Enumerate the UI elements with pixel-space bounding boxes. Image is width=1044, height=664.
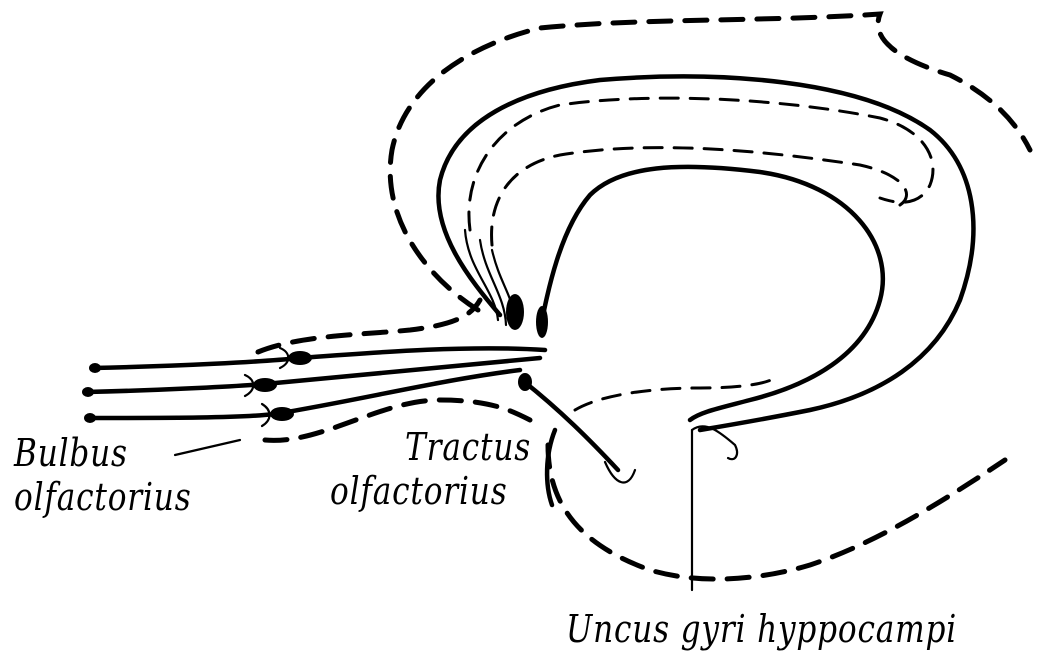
glomerulus-2	[243, 373, 255, 398]
bulbus-label-line1: Bulbus	[14, 431, 128, 475]
stalk-fiber-2	[478, 238, 508, 327]
tractus-label-line2: olfactorius	[330, 469, 508, 513]
tract-fork	[603, 460, 637, 484]
bulb-cell-2	[253, 378, 277, 392]
bulb-cell-3	[270, 407, 294, 421]
outer-dashed-outline	[387, 11, 1033, 313]
stalk-blob-2	[536, 306, 548, 338]
outer-solid-arc	[436, 74, 976, 433]
tract-branch-line	[519, 377, 621, 473]
stalk-blob-1	[506, 294, 524, 330]
tract-branch-blob	[518, 373, 532, 391]
bulb-lower-dashed	[262, 397, 533, 443]
glomerulus-3	[260, 402, 271, 428]
tractus-label-line1: Tractus	[405, 425, 532, 469]
bulbus-label-line2: olfactorius	[14, 475, 192, 519]
stalk-fiber-1	[463, 228, 500, 322]
inner-dashed-arc-1	[467, 96, 935, 232]
uncus-dashed-lower	[545, 442, 1008, 582]
bulb-end-3	[84, 413, 96, 423]
uncus-notch	[690, 425, 739, 461]
tractus-bracket	[544, 427, 558, 508]
glomerulus-1	[278, 346, 290, 370]
bulb-end-1	[89, 363, 101, 373]
bulbus-pointer	[173, 438, 242, 457]
uncus-dashed-upper	[573, 376, 777, 412]
inner-solid-loop	[537, 164, 886, 423]
tract-line-3	[85, 367, 523, 421]
bulb-end-2	[82, 387, 94, 397]
uncus-label: Uncus gyri hyppocampi	[566, 607, 958, 651]
tract-upper-dashed	[255, 297, 483, 355]
inner-dashed-arc-2	[490, 146, 908, 247]
bulb-cell-1	[288, 351, 312, 365]
